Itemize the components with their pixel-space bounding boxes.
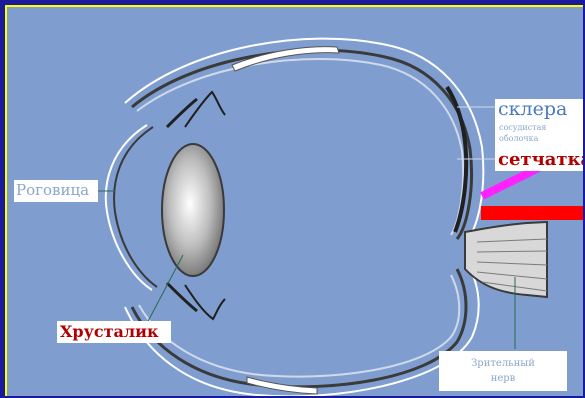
label-lens: Хрусталик	[57, 321, 171, 343]
label-optic-nerve: Зрительный нерв	[439, 351, 567, 391]
lens-shape	[162, 144, 224, 276]
red-marker-bar	[481, 206, 583, 220]
label-retina: сетчатка	[495, 149, 583, 171]
label-choroid: сосудистая оболочка	[495, 121, 583, 149]
label-cornea: Роговица	[14, 180, 98, 202]
label-choroid-line2: оболочка	[499, 134, 583, 145]
label-choroid-line1: сосудистая	[499, 123, 583, 134]
leader-lens	[145, 255, 183, 327]
diagram-canvas: Роговица Хрусталик склера сосудистая обо…	[5, 5, 583, 396]
label-nerve-line2: нерв	[439, 371, 567, 386]
label-sclera: склера	[495, 99, 583, 121]
iris-top	[167, 99, 197, 127]
label-nerve-line1: Зрительный	[439, 356, 567, 371]
